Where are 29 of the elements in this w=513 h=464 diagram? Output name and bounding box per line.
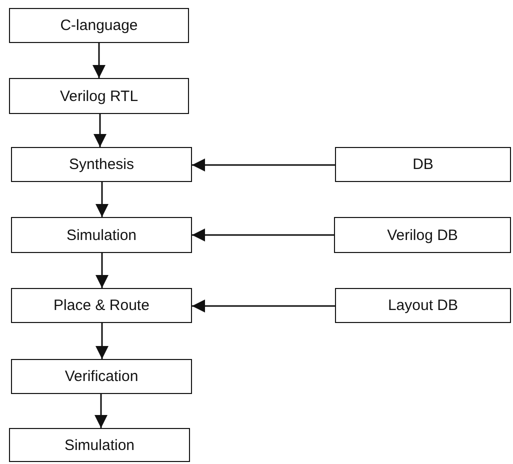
process-box [9,428,190,462]
arrow [94,114,106,147]
box-label: Verilog RTL [60,88,138,104]
process-box [9,78,189,114]
box-label: Simulation [64,436,135,454]
arrow [192,300,335,312]
box-label: Layout DB [388,297,458,314]
arrow [94,394,108,428]
process-box [11,288,192,323]
arrow [96,182,108,217]
process-box [11,217,192,253]
arrow [92,43,106,78]
process-box [335,147,511,182]
arrow [96,253,108,288]
process-box [334,217,511,253]
process-box [11,359,192,394]
process-box [9,8,189,43]
box-label: Verification [64,368,138,385]
box-label: Synthesis [68,156,134,173]
arrow [192,228,334,242]
process-box [11,147,192,182]
box-label: C-language [60,17,138,34]
arrow [96,323,108,359]
box-label: DB [412,156,434,173]
box-label: Simulation [66,226,137,244]
arrow [192,158,335,172]
process-box [335,288,511,323]
box-label: Verilog DB [387,226,458,244]
box-label: Place & Route [54,297,150,314]
